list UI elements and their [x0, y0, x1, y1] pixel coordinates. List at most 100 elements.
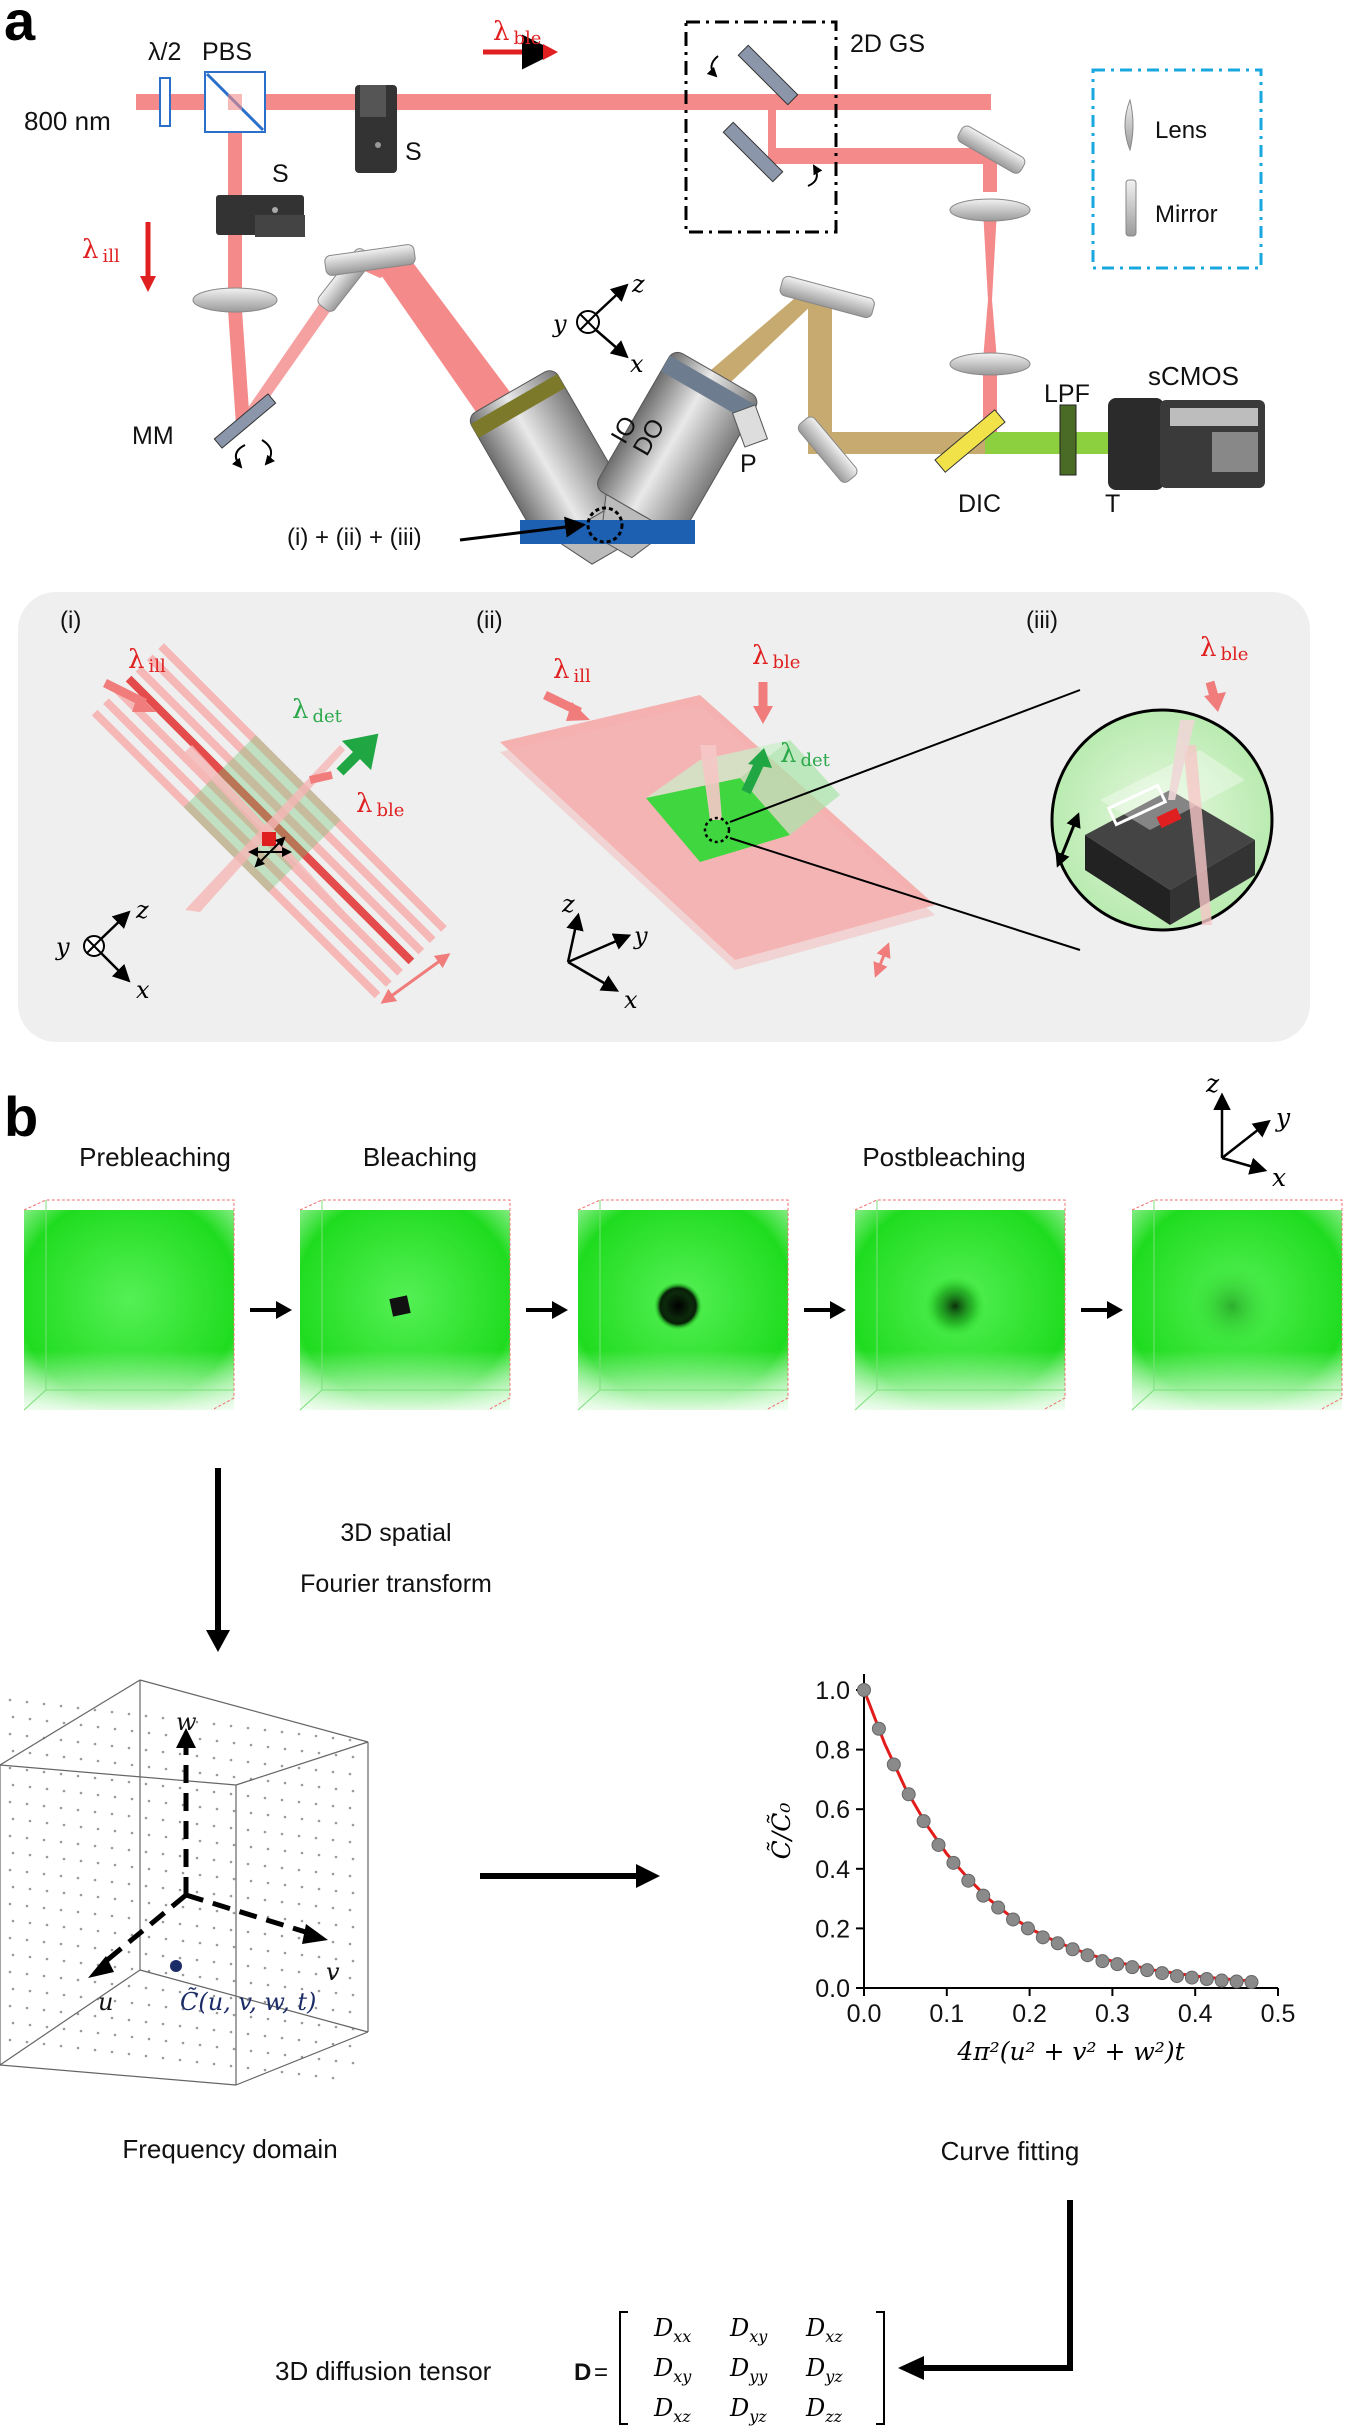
frequency-grid-dot: [348, 1772, 352, 1776]
data-point: [857, 1683, 871, 1697]
frequency-grid-dot: [266, 1813, 270, 1817]
frequency-grid-dot: [266, 1779, 270, 1783]
inset-i-ill-arrowhead: [132, 694, 156, 712]
frequency-grid-dot: [113, 1795, 117, 1799]
frequency-grid-dot: [164, 1801, 168, 1805]
t-label: T: [1105, 490, 1120, 518]
frequency-grid-dot: [300, 1851, 304, 1855]
scmos-camera: [1108, 398, 1265, 490]
frequency-grid-dot: [249, 2015, 253, 2019]
frequency-grid-dot: [331, 1804, 335, 1808]
ill-lambda-sym: λ: [82, 235, 98, 265]
frequency-grid-dot: [59, 1772, 63, 1776]
frequency-grid-dot: [79, 1757, 83, 1761]
frequency-grid-dot: [178, 1786, 182, 1790]
frequency-grid-dot: [11, 2021, 15, 2025]
frequency-grid-dot: [45, 1753, 49, 1757]
panel-a-letter: a: [4, 0, 36, 52]
frequency-grid-dot: [161, 2022, 165, 2026]
frequency-grid-dot: [113, 1829, 117, 1833]
frequency-grid-dot: [266, 2051, 270, 2055]
frequency-grid-dot: [25, 1734, 29, 1738]
frequency-grid-dot: [351, 1891, 355, 1895]
frequency-grid-dot: [164, 2005, 168, 2009]
shutter-icon-2: [216, 195, 305, 237]
frequency-grid-dot: [62, 1823, 66, 1827]
frequency-grid-dot: [147, 1901, 151, 1905]
frequency-grid-dot: [93, 2048, 97, 2052]
frequency-grid-dot: [181, 1939, 185, 1943]
frequency-grid-dot: [297, 2038, 301, 2042]
frequency-grid-dot: [178, 2058, 182, 2062]
x-tick-label: 0.2: [1012, 2000, 1047, 2028]
frequency-grid-dot: [334, 1821, 338, 1825]
frequency-grid-dot: [11, 1987, 15, 1991]
frequency-grid-dot: [300, 2021, 304, 2025]
x-tick-label: 0.0: [847, 2000, 882, 2028]
frequency-grid-dot: [93, 1708, 97, 1712]
sample-pointer-arrow: [459, 516, 587, 542]
inset-i-ble-sub: ble: [376, 800, 404, 821]
frequency-grid-dot: [314, 1836, 318, 1840]
frequency-grid-dot: [263, 2068, 267, 2072]
bleach-spot: [1192, 1266, 1272, 1346]
axis-b-z: z: [1205, 1069, 1220, 1098]
frequency-grid-dot: [113, 2033, 117, 2037]
mirror-icon-2: [324, 244, 416, 276]
tensor-entry: Dxy: [653, 2354, 692, 2386]
shutter1-label: S: [405, 138, 422, 166]
frequency-grid-dot: [178, 1956, 182, 1960]
frequency-grid-dot: [348, 1908, 352, 1912]
frequency-grid-dot: [110, 1846, 114, 1850]
frequency-grid-dot: [8, 1834, 12, 1838]
frequency-grid-dot: [266, 1745, 270, 1749]
frequency-grid-dot: [28, 1989, 32, 1993]
inset-iii-ble-sym: λ: [1200, 633, 1216, 663]
frequency-grid-dot: [348, 1806, 352, 1810]
frequency-grid-dot: [25, 1870, 29, 1874]
frequency-grid-dot: [11, 1953, 15, 1957]
curve-fitting-label: Curve fitting: [941, 2136, 1080, 2166]
illumination-beams: [136, 94, 998, 436]
frequency-grid-dot: [249, 1981, 253, 1985]
frequency-grid-dot: [161, 1954, 165, 1958]
frequency-grid-dot: [246, 1896, 250, 1900]
tensor-entry: Dxz: [805, 2314, 843, 2346]
frequency-grid-dot: [280, 2002, 284, 2006]
frequency-grid-dot: [147, 1833, 151, 1837]
shutter2-label: S: [272, 160, 289, 188]
frequency-grid-dot: [42, 1940, 46, 1944]
frequency-grid-dot: [79, 1927, 83, 1931]
frequency-grid-dot: [161, 1716, 165, 1720]
frequency-grid-dot: [249, 1879, 253, 1883]
frequency-grid-dot: [59, 1806, 63, 1810]
inset-iii-ble-sub: ble: [1220, 644, 1248, 665]
frequency-grid-dot: [212, 2062, 216, 2066]
data-point: [976, 1888, 991, 1903]
frequency-grid-dot: [147, 1935, 151, 1939]
frequency-grid-dot: [164, 1971, 168, 1975]
frequency-grid-dot: [198, 2043, 202, 2047]
frequency-grid-dot: [351, 1959, 355, 1963]
cube-inner-edges: [23, 1200, 234, 1411]
mirror-icon-3: [957, 125, 1026, 174]
frequency-grid-dot: [130, 1831, 134, 1835]
inset-i-ill-sym: λ: [128, 645, 144, 675]
frequency-grid-dot: [93, 1776, 97, 1780]
axis-triad-b: [1213, 1092, 1271, 1175]
frequency-grid-dot: [76, 1740, 80, 1744]
frequency-grid-dot: [178, 1752, 182, 1756]
tensor-entry-main: D: [729, 2394, 749, 2422]
frequency-grid-dot: [127, 1882, 131, 1886]
lpf-label: LPF: [1044, 380, 1090, 408]
frequency-grid-dot: [8, 1800, 12, 1804]
frequency-grid-dot: [297, 2072, 301, 2076]
frequency-grid-dot: [127, 1848, 131, 1852]
frequency-grid-dot: [164, 1767, 168, 1771]
frequency-grid-dot: [263, 1864, 267, 1868]
